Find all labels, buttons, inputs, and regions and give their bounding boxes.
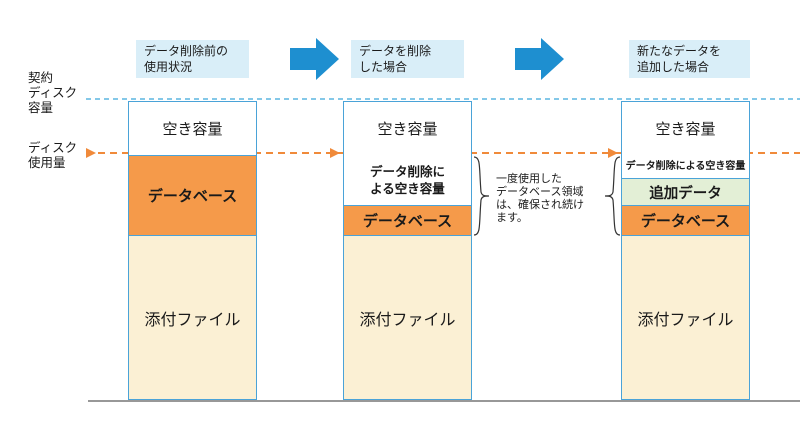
column-after-addition: 空き容量 データ削除による空き容量 追加データ データベース 添付ファイル [621, 101, 750, 400]
brace-left-icon [604, 156, 621, 236]
header-after-deletion: データを削除 した場合 [351, 40, 464, 78]
usage-arrowhead-right [608, 148, 618, 158]
free-space: 空き容量 [129, 102, 256, 155]
attachments-block: 添付ファイル [129, 236, 256, 399]
disk-usage-label: ディスク 使用量 [28, 140, 78, 170]
database-block: データベース [344, 205, 471, 236]
attachments-block: 添付ファイル [622, 236, 749, 399]
contract-disk-label: 契約 ディスク 容量 [28, 70, 78, 115]
brace-right-icon [473, 156, 490, 236]
usage-arrowhead-middle [330, 148, 340, 158]
transition-arrow-1 [290, 38, 339, 80]
usage-arrowhead-left [86, 148, 96, 158]
header-before-deletion: データ削除前の 使用状況 [136, 40, 249, 78]
header-after-addition: 新たなデータを 追加した場合 [629, 40, 750, 78]
free-space: 空き容量 [344, 102, 471, 155]
retained-space-note: 一度使用した データベース領域 は、確保され続け ます。 [496, 172, 584, 224]
attachments-block: 添付ファイル [344, 236, 471, 399]
added-data-block: 追加データ [622, 178, 749, 205]
transition-arrow-2 [515, 38, 564, 80]
freed-space-block: データ削除による空き容量 [622, 155, 749, 178]
column-after-deletion: 空き容量 データ削除に よる空き容量 データベース 添付ファイル [343, 101, 472, 400]
column-before-deletion: 空き容量 データベース 添付ファイル [128, 101, 257, 400]
free-space: 空き容量 [622, 102, 749, 155]
freed-space-block: データ削除に よる空き容量 [344, 155, 471, 205]
database-block: データベース [129, 155, 256, 236]
database-block: データベース [622, 205, 749, 236]
